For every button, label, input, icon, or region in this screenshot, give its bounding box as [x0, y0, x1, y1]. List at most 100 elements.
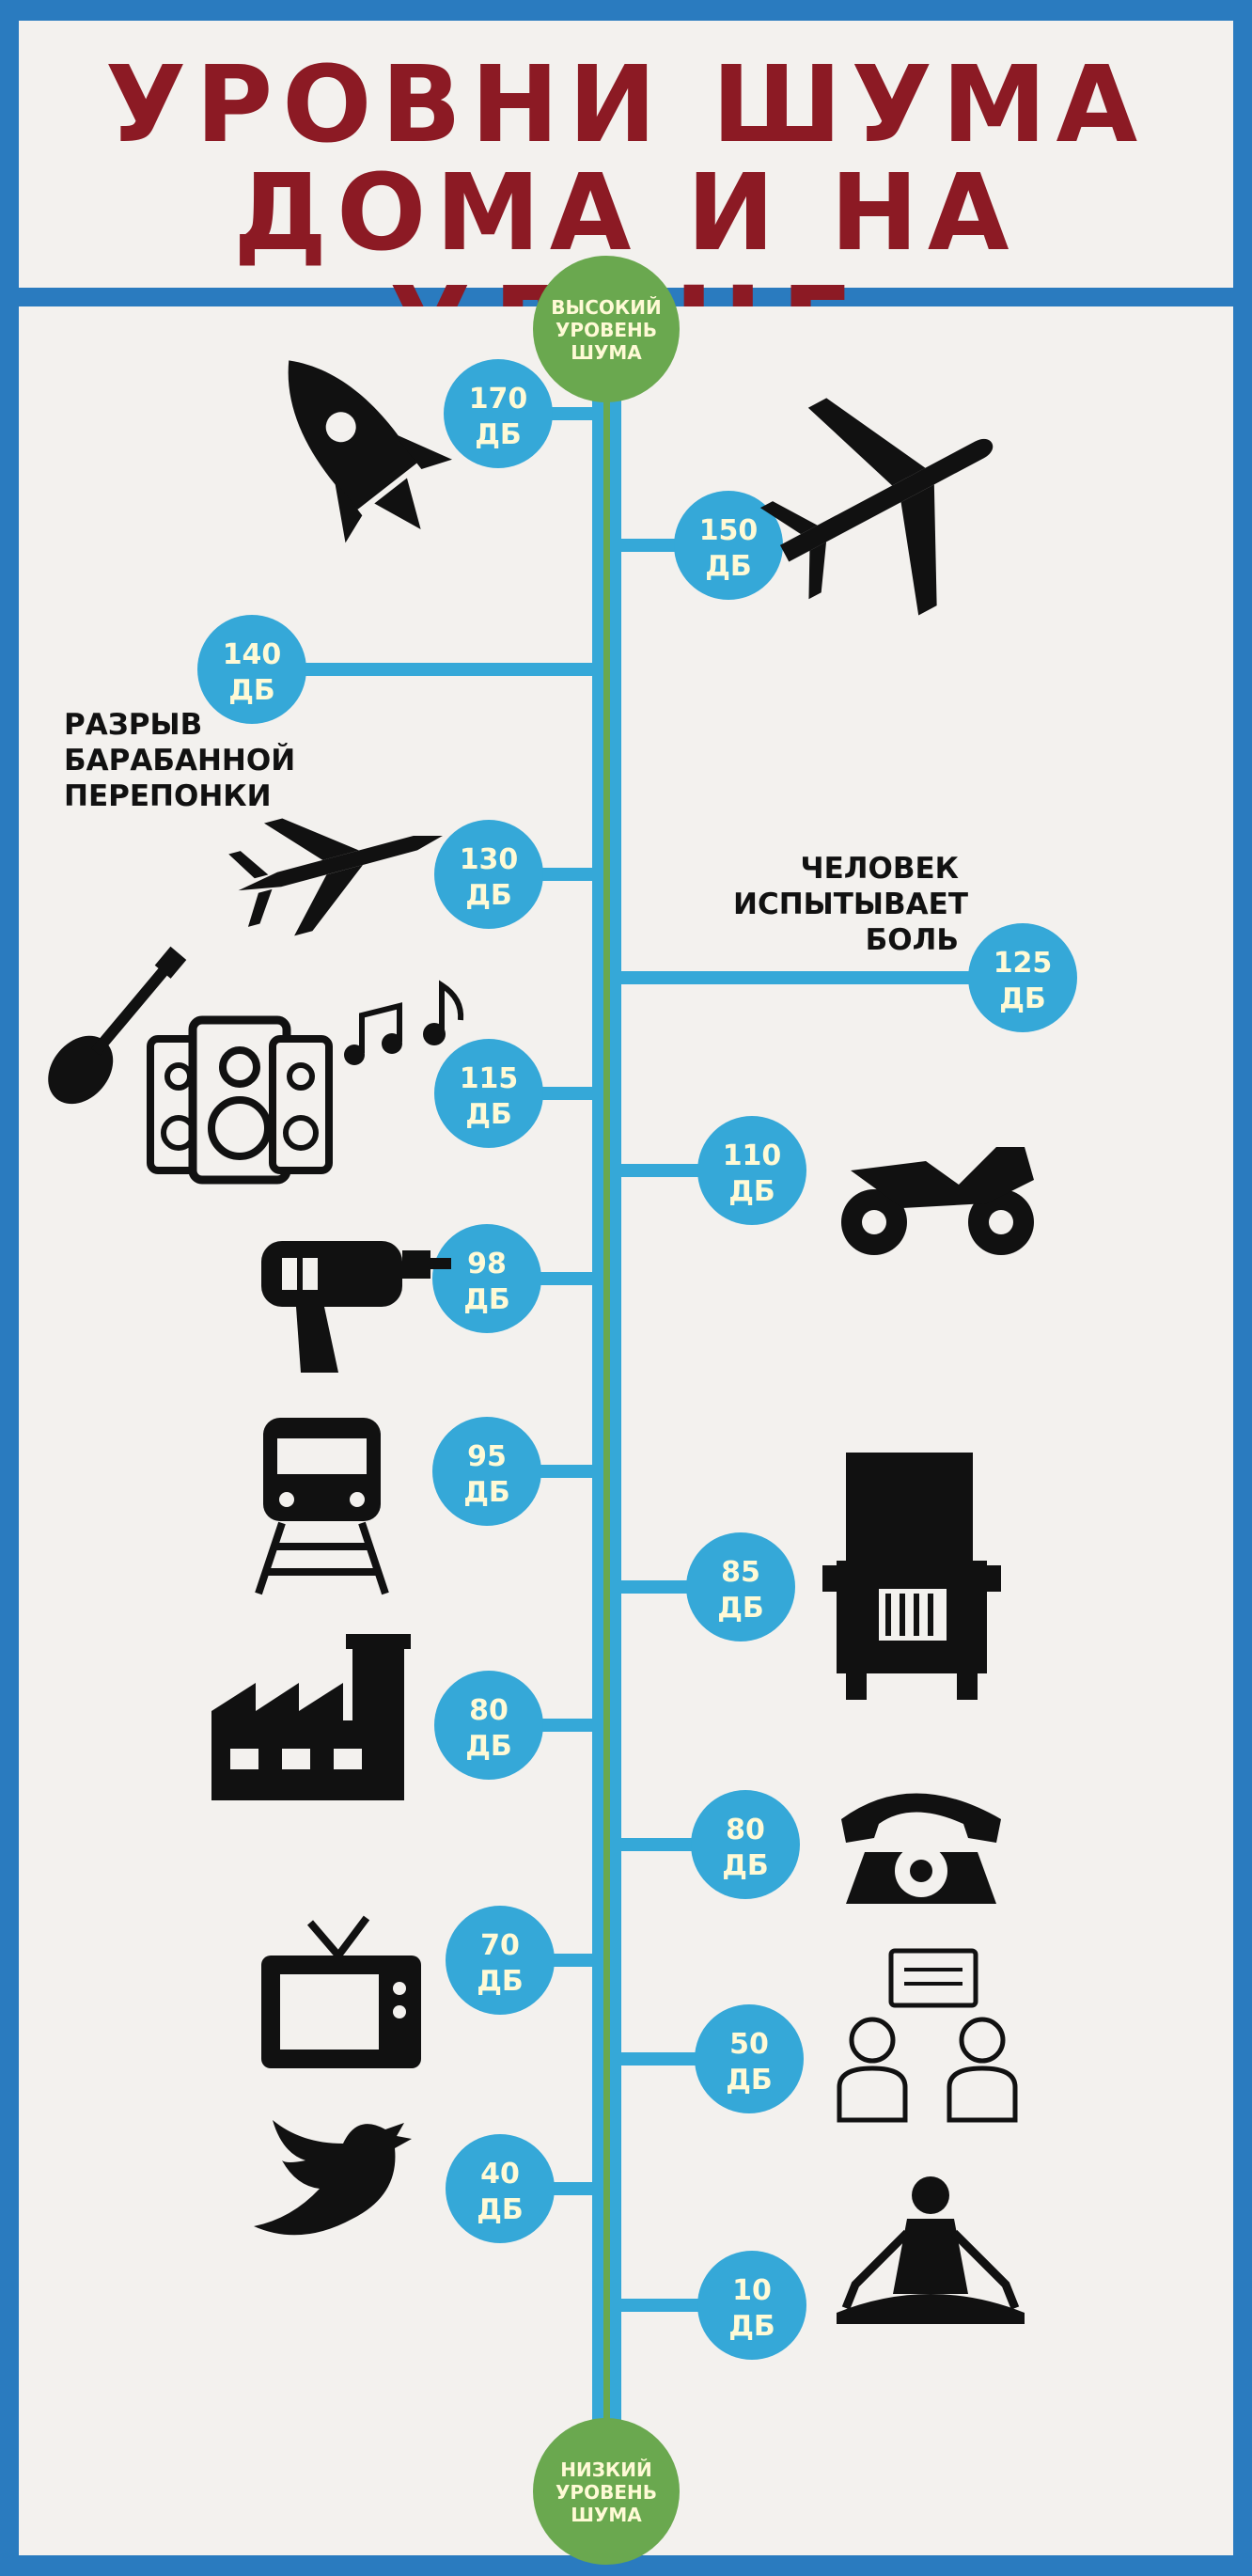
level-bubble	[695, 2004, 804, 2113]
note-eardrum-line-1: РАЗРЫВ	[64, 708, 203, 742]
meditation-icon	[837, 2176, 1025, 2324]
level-unit: ДБ	[722, 1849, 769, 1882]
level-unit: ДБ	[228, 674, 275, 707]
level-unit: ДБ	[477, 1965, 524, 1998]
airplane-icon	[759, 398, 994, 616]
title-line-1: УРОВНИ ШУМА	[104, 44, 1148, 166]
note-pain-line-1: ЧЕЛОВЕК	[800, 852, 959, 886]
scale-end-text: УРОВЕНЬ	[556, 319, 657, 341]
scale-end-text: ШУМА	[571, 2504, 642, 2526]
level-bubble	[197, 615, 306, 724]
level-unit: ДБ	[728, 1175, 775, 1208]
level-bubble	[444, 359, 553, 468]
level-unit: ДБ	[465, 1730, 512, 1763]
truck-icon	[822, 1453, 1001, 1700]
level-bubble	[691, 1790, 800, 1899]
level-unit: ДБ	[726, 2064, 773, 2097]
level-unit: ДБ	[463, 1476, 510, 1509]
note-eardrum-line-2: БАРАБАННОЙ	[64, 744, 296, 778]
bird-icon	[254, 2120, 412, 2236]
level-bubble	[432, 1224, 541, 1333]
level-unit: ДБ	[477, 2193, 524, 2226]
level-bubble	[434, 1671, 543, 1780]
level-value: 170	[469, 383, 528, 416]
levels-layer: 170ДБ150ДБ140ДБ130ДБ125ДБ115ДБ110ДБ98ДБ9…	[197, 359, 1077, 2360]
note-eardrum: РАЗРЫВ БАРАБАННОЙ ПЕРЕПОНКИ	[64, 707, 295, 814]
note-pain: ЧЕЛОВЕК ИСПЫТЫВАЕТ БОЛЬ	[733, 851, 968, 958]
level-unit: ДБ	[475, 418, 522, 451]
level-unit: ДБ	[463, 1283, 510, 1316]
level-value: 115	[460, 1062, 519, 1095]
level-value: 40	[480, 2158, 520, 2191]
level-unit: ДБ	[728, 2310, 775, 2343]
level-bubble	[446, 2134, 555, 2243]
scale-end-text: НИЗКИЙ	[560, 2458, 652, 2481]
level-unit: ДБ	[717, 1592, 764, 1625]
note-pain-line-2: ИСПЫТЫВАЕТ	[733, 887, 968, 921]
scale-end-circle	[533, 256, 680, 402]
level-value: 150	[699, 514, 759, 547]
level-value: 80	[726, 1814, 765, 1846]
conversation-icon	[837, 1948, 1018, 2123]
level-value: 130	[460, 843, 519, 876]
level-value: 110	[723, 1139, 782, 1172]
level-bubble	[432, 1417, 541, 1526]
level-value: 10	[732, 2274, 772, 2307]
level-bubble	[968, 923, 1077, 1032]
level-unit: ДБ	[705, 550, 752, 583]
note-pain-line-3: БОЛЬ	[865, 923, 959, 957]
scale-end-text: ШУМА	[571, 341, 642, 364]
level-bubble	[674, 491, 783, 600]
level-value: 50	[729, 2028, 769, 2061]
level-bubble	[686, 1532, 795, 1641]
rocket-icon	[288, 360, 452, 543]
factory-icon	[211, 1634, 411, 1800]
level-bubble	[697, 1116, 806, 1225]
level-unit: ДБ	[465, 1098, 512, 1131]
level-value: 80	[469, 1694, 509, 1727]
level-bubble	[434, 820, 543, 929]
level-value: 70	[480, 1929, 520, 1962]
level-unit: ДБ	[465, 879, 512, 912]
level-bubble	[434, 1039, 543, 1148]
scale-axis	[592, 338, 621, 2444]
level-value: 85	[721, 1556, 760, 1589]
tv-icon	[261, 1915, 421, 2068]
icons-layer	[48, 360, 1034, 2324]
scale-end-text: УРОВЕНЬ	[556, 2481, 657, 2504]
level-value: 98	[467, 1248, 507, 1280]
scale-end-text: ВЫСОКИЙ	[551, 296, 661, 319]
level-connector	[621, 971, 1023, 984]
guitar-speakers-music-icon	[48, 946, 464, 1185]
level-bubble	[446, 1906, 555, 2015]
motorcycle-icon	[841, 1147, 1034, 1255]
level-value: 95	[467, 1440, 507, 1473]
drill-icon	[261, 1241, 451, 1373]
level-value: 140	[223, 638, 282, 671]
level-value: 125	[994, 947, 1053, 980]
telephone-icon	[841, 1793, 1001, 1904]
note-eardrum-line-3: ПЕРЕПОНКИ	[64, 779, 272, 813]
level-connector	[252, 663, 592, 676]
scale-end-circle	[533, 2418, 680, 2565]
